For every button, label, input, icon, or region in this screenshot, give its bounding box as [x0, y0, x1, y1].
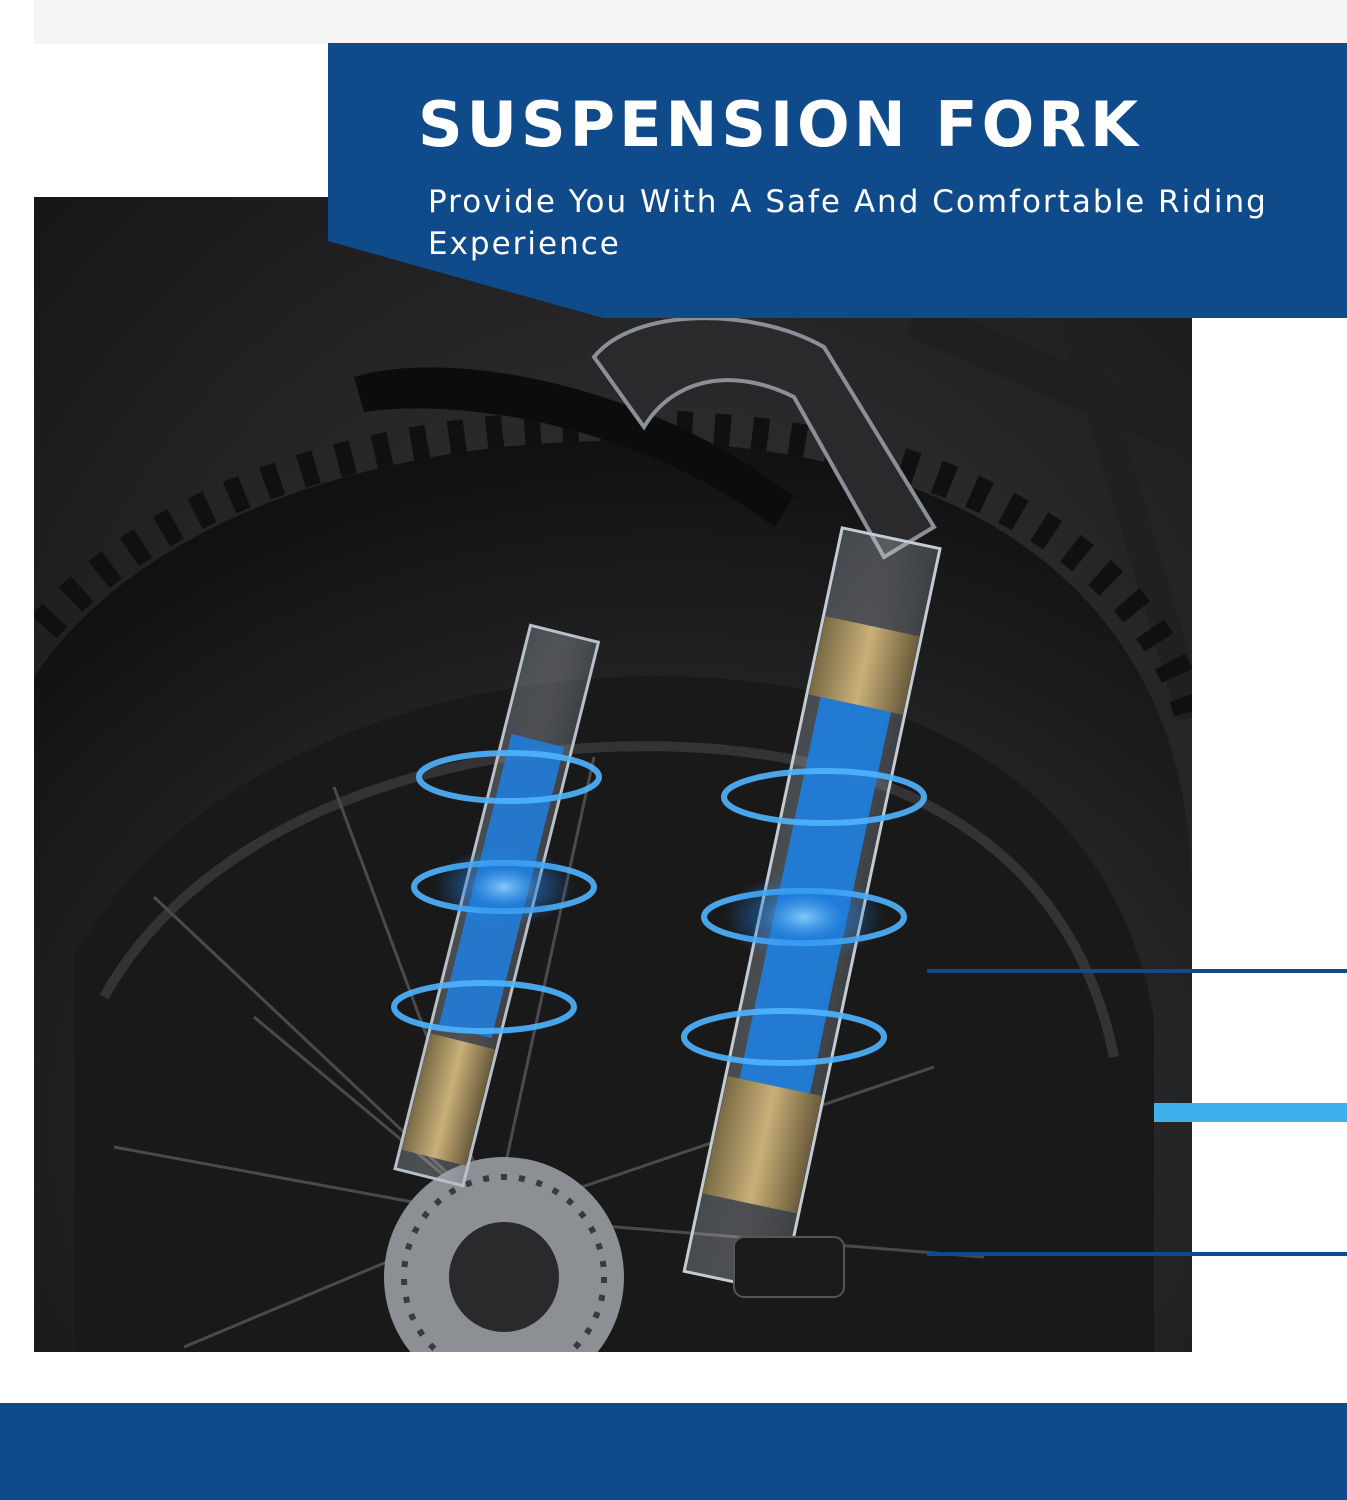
- hub: [449, 1222, 559, 1332]
- fork-illustration-svg: [34, 298, 1192, 1352]
- page-subtitle: Provide You With A Safe And Comfortable …: [428, 184, 1268, 262]
- frame-tube: [906, 298, 1192, 456]
- title-banner: [328, 43, 1347, 318]
- rim-edge: [99, 741, 1119, 1058]
- fender: [354, 367, 794, 527]
- frame-stay: [1059, 312, 1192, 722]
- page-title: SUSPENSION FORK: [418, 88, 1143, 161]
- top-strip: [34, 0, 1347, 44]
- footer-band: [0, 1403, 1347, 1500]
- tire-tread: [34, 409, 1192, 722]
- callout-line-accent: [1154, 1103, 1347, 1122]
- rim: [74, 676, 1154, 1352]
- callout-line-bottom: [927, 1252, 1347, 1256]
- spring-glow: [391, 750, 927, 1066]
- fork-crown: [591, 316, 937, 560]
- fork-illustration: [34, 197, 1192, 1352]
- brake-caliper: [733, 1236, 845, 1298]
- callout-line-top: [927, 969, 1347, 973]
